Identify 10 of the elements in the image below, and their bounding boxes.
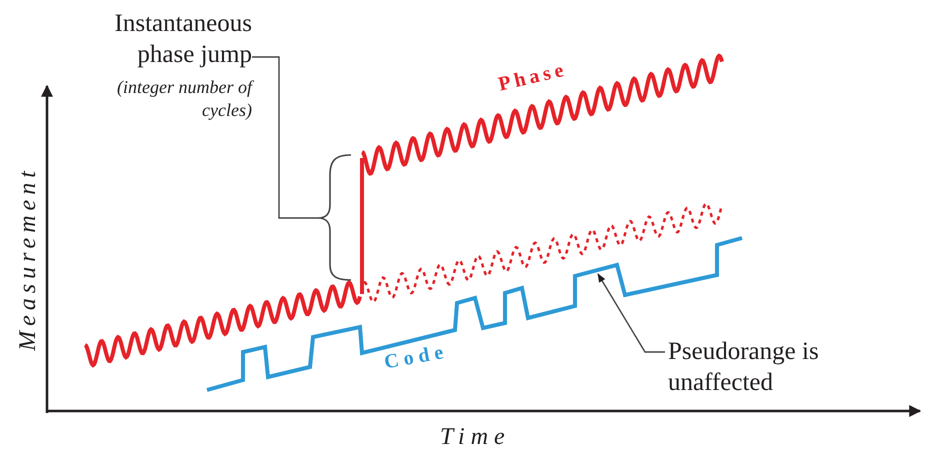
leader-line	[597, 273, 665, 353]
leader-line	[252, 56, 318, 219]
axis-title: Measurement	[14, 166, 42, 351]
signal-label: Code	[382, 340, 450, 374]
callout-text: Pseudorange is unaffected	[668, 337, 820, 398]
signal-label: Phase	[496, 58, 570, 97]
axis-title: Time	[440, 424, 511, 451]
callout-note: (integer number of cycles)	[116, 76, 252, 122]
callout-text: Instantaneous phase jump	[114, 9, 252, 70]
curly-brace	[317, 154, 352, 281]
